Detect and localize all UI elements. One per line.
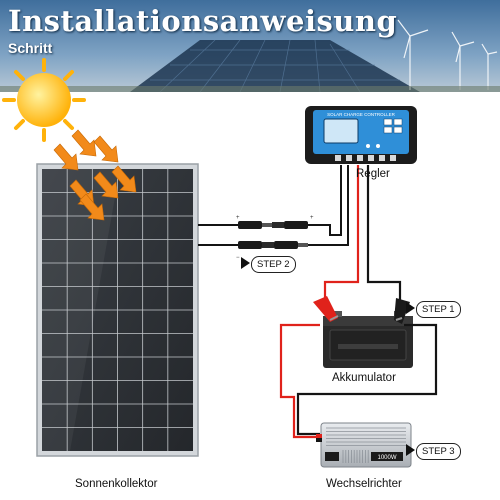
sun-icon bbox=[2, 58, 86, 142]
page-subtitle: Schritt bbox=[8, 40, 53, 56]
inverter-cables bbox=[279, 323, 438, 439]
inverter-icon: 1000W bbox=[316, 422, 412, 468]
mc4-connector-icon: + − + bbox=[236, 215, 314, 261]
inverter-display-text: 1000W bbox=[377, 455, 396, 461]
svg-text:+: + bbox=[310, 215, 314, 221]
step-3-badge: STEP 3 bbox=[416, 443, 461, 460]
step-2-arrow-icon bbox=[241, 257, 250, 269]
step-2-badge: STEP 2 bbox=[251, 256, 296, 273]
step-1-badge: STEP 1 bbox=[416, 301, 461, 318]
page-title: Installationsanweisung bbox=[8, 4, 398, 38]
regler-label: Regler bbox=[356, 168, 390, 180]
battery-clamp-red bbox=[313, 296, 339, 322]
sunlight-arrows-icon bbox=[53, 129, 137, 221]
wind-turbine-icon bbox=[397, 19, 498, 90]
controller-brand-text: SOLAR CHARGE CONTROLLER bbox=[327, 112, 396, 117]
battery-cables bbox=[323, 165, 402, 300]
step-3-arrow-icon bbox=[406, 444, 415, 456]
svg-text:−: − bbox=[236, 255, 240, 261]
sonnenkollektor-label: Sonnenkollektor bbox=[75, 478, 158, 490]
wechselrichter-label: Wechselrichter bbox=[326, 478, 402, 490]
battery-icon bbox=[323, 311, 413, 368]
header-background bbox=[0, 0, 500, 93]
step-1-arrow-icon bbox=[406, 302, 415, 314]
svg-text:+: + bbox=[236, 215, 240, 221]
akkumulator-label: Akkumulator bbox=[332, 372, 396, 384]
charge-controller-icon: SOLAR CHARGE CONTROLLER bbox=[305, 106, 417, 164]
solar-panel-icon bbox=[36, 163, 199, 457]
mc4-cables: + − + bbox=[198, 165, 349, 261]
